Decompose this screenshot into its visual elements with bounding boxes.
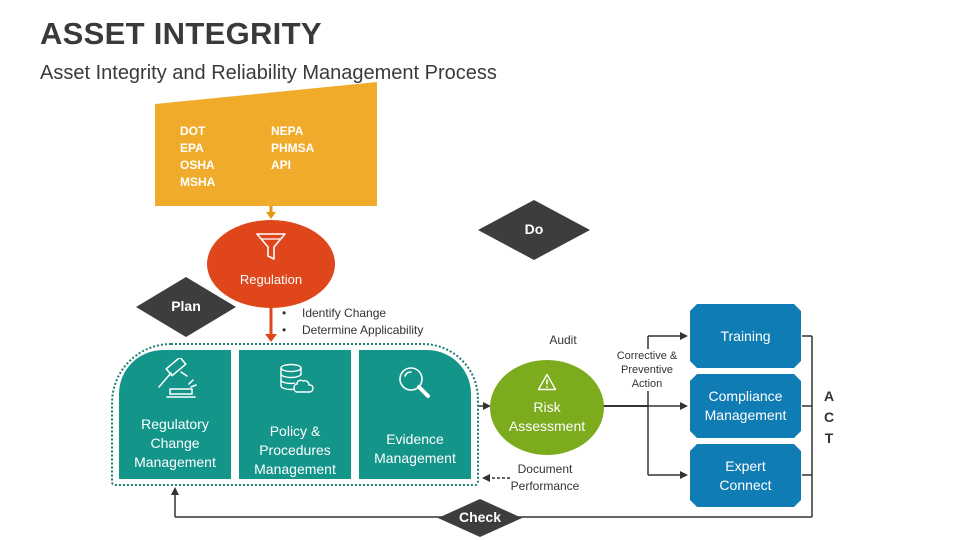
regulator-item: OSHA xyxy=(180,158,215,172)
page-subtitle: Asset Integrity and Reliability Manageme… xyxy=(40,62,497,84)
database-cloud-icon xyxy=(280,363,314,393)
do-label: Do xyxy=(524,221,544,237)
policy-procedures-management-box: Policy & Procedures Management xyxy=(239,350,351,479)
regulatory-change-management-box: Regulatory Change Management xyxy=(119,350,231,479)
funnel-icon xyxy=(256,233,286,260)
regulators-right-list: NEPA PHMSA API xyxy=(271,123,314,174)
risk-label: Risk Assessment xyxy=(508,399,586,434)
gavel-icon xyxy=(158,358,197,398)
expert-connect-box: Expert Connect xyxy=(690,444,801,507)
regulator-item: MSHA xyxy=(180,175,216,189)
box-label: Regulatory Change Management xyxy=(134,416,216,470)
risk-assessment-node: Risk Assessment xyxy=(490,360,604,455)
regulators-left-list: DOT EPA OSHA MSHA xyxy=(180,123,215,191)
list-item: Determine Applicability xyxy=(282,322,423,339)
do-diamond xyxy=(478,200,590,260)
regulator-item: EPA xyxy=(180,141,204,155)
regulators-arrowhead xyxy=(266,212,276,219)
regulation-steps-list: Identify Change Determine Applicability xyxy=(282,305,423,339)
act-label: A C T xyxy=(823,388,835,446)
check-diamond xyxy=(438,499,522,537)
page-title: ASSET INTEGRITY xyxy=(40,16,322,51)
regulation-label: Regulation xyxy=(239,272,303,287)
regulators-banner xyxy=(155,82,377,206)
magnifier-icon xyxy=(399,367,430,398)
corrective-action-label: Corrective & Preventive Action xyxy=(607,349,687,391)
plan-diamond xyxy=(136,277,236,337)
box-label: Evidence Management xyxy=(374,431,456,466)
warning-icon xyxy=(537,373,557,391)
management-group-frame xyxy=(111,343,479,486)
regulator-item: API xyxy=(271,158,292,172)
evidence-management-box: Evidence Management xyxy=(359,350,471,479)
list-item: Identify Change xyxy=(282,305,423,322)
document-performance-label: Document Performance xyxy=(510,462,580,493)
audit-label: Audit xyxy=(549,333,577,347)
regulator-item: PHMSA xyxy=(271,141,315,155)
training-box: Training xyxy=(690,304,801,368)
regulator-item: DOT xyxy=(180,124,206,138)
regulator-item: NEPA xyxy=(271,124,304,138)
regulation-arrowhead xyxy=(265,334,277,342)
regulation-node: Regulation xyxy=(207,220,335,308)
check-label: Check xyxy=(458,509,502,525)
compliance-management-box: Compliance Management xyxy=(690,374,801,438)
plan-label: Plan xyxy=(171,298,201,314)
box-label: Policy & Procedures Management xyxy=(254,423,336,477)
